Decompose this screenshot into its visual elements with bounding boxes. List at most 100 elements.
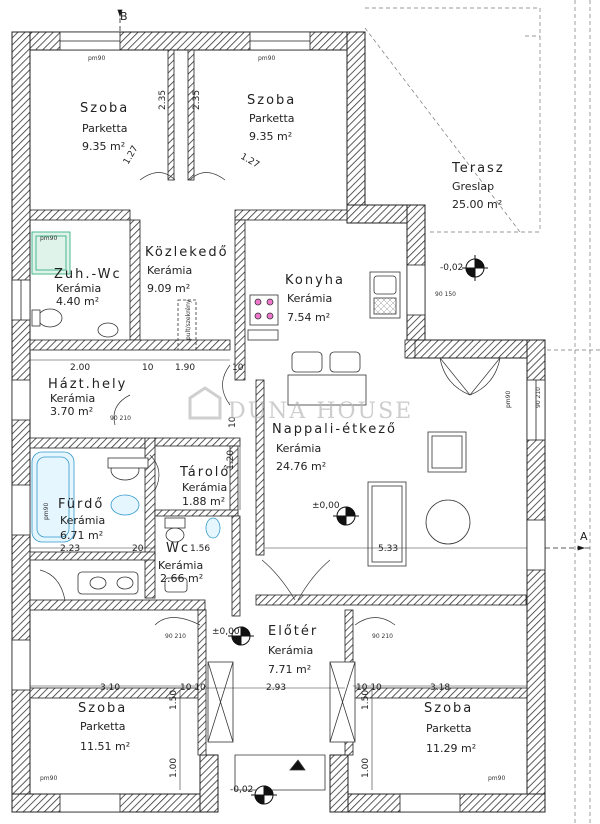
pm-note: pm90 bbox=[40, 775, 57, 782]
room-material: Parketta bbox=[82, 122, 128, 135]
dim-label: 10 10 bbox=[356, 683, 382, 693]
room-area: 9.35 m² bbox=[249, 130, 292, 143]
living-furniture bbox=[287, 351, 471, 567]
dim-label: 10 bbox=[232, 363, 244, 373]
room-material: Kerámia bbox=[268, 644, 313, 657]
dim-label: 2.00 bbox=[70, 363, 90, 373]
room-szoba-se: Szoba Parketta 11.29 m² bbox=[424, 701, 476, 755]
section-markers bbox=[117, 9, 590, 551]
dim-label: 20 bbox=[132, 544, 144, 554]
kitchen-counter-note: pult/szekrény bbox=[185, 299, 192, 340]
room-area: 6.71 m² bbox=[60, 529, 103, 542]
room-title: Szoba bbox=[247, 93, 296, 108]
room-szoba-n: Szoba Parketta 9.35 m² bbox=[247, 93, 296, 143]
level-label: ±0,00 bbox=[212, 627, 240, 637]
entry-hatched-blocks bbox=[207, 661, 356, 791]
room-material: Parketta bbox=[249, 112, 295, 125]
door-note: 90 210 bbox=[165, 633, 186, 640]
room-hazt-hely: Házt.hely Kerámia 3.70 m² bbox=[48, 377, 127, 418]
room-furdo: Fürdő Kerámia 6.71 m² bbox=[58, 497, 105, 542]
level-label: -0,02 bbox=[230, 785, 253, 795]
room-title: Konyha bbox=[285, 273, 345, 288]
room-area: 25.00 m² bbox=[452, 198, 502, 211]
interior-walls bbox=[29, 49, 528, 756]
door-note: 90 150 bbox=[435, 291, 456, 298]
level-label: ±0,00 bbox=[312, 501, 340, 511]
room-area: 11.51 m² bbox=[80, 740, 130, 753]
room-material: Kerámia bbox=[182, 481, 227, 494]
dim-label: 1.50 bbox=[361, 690, 371, 710]
room-area: 9.35 m² bbox=[82, 140, 125, 153]
terrace-dashed-outline bbox=[364, 0, 600, 824]
door-note: 90 210 bbox=[110, 415, 131, 422]
room-area: 4.40 m² bbox=[56, 295, 99, 308]
room-area: 7.71 m² bbox=[268, 663, 311, 676]
room-eloter: Előtér Kerámia 7.71 m² bbox=[268, 624, 316, 676]
dim-label: 1.20 bbox=[226, 450, 236, 470]
room-material: Kerámia bbox=[56, 282, 101, 295]
room-material: Greslap bbox=[452, 180, 494, 193]
room-material: Kerámia bbox=[276, 442, 321, 455]
dim-label: 10 bbox=[228, 416, 238, 428]
room-title: Terasz bbox=[451, 161, 505, 176]
room-area: 24.76 m² bbox=[276, 460, 326, 473]
dim-label: 1.00 bbox=[169, 758, 179, 778]
dim-label: 1.56 bbox=[190, 544, 210, 554]
dim-label: 2.93 bbox=[266, 683, 286, 693]
dim-label: 2.23 bbox=[60, 544, 80, 554]
room-area: 9.09 m² bbox=[147, 282, 190, 295]
level-labels: -0,02 ±0,00 ±0,00 -0,02 bbox=[212, 263, 463, 795]
room-area: 2.66 m² bbox=[160, 572, 203, 585]
dim-label: 3.10 bbox=[100, 683, 120, 693]
room-szoba-nw: Szoba Parketta 9.35 m² bbox=[80, 101, 129, 153]
kitchen-fixtures bbox=[177, 271, 401, 351]
watermark: DUNA HOUSE bbox=[188, 386, 413, 424]
room-title: Nappali-étkező bbox=[272, 422, 397, 437]
door-note: 90 210 bbox=[372, 633, 393, 640]
pm-note: pm90 bbox=[488, 775, 505, 782]
section-mark-a: A bbox=[580, 530, 588, 543]
room-material: Kerámia bbox=[60, 514, 105, 527]
room-kozlekedo: Közlekedő Kerámia 9.09 m² bbox=[145, 245, 229, 295]
room-area: 3.70 m² bbox=[50, 405, 93, 418]
room-area: 1.88 m² bbox=[182, 495, 225, 508]
dim-label: 1.00 bbox=[361, 758, 371, 778]
room-title: Szoba bbox=[80, 101, 129, 116]
room-material: Kerámia bbox=[158, 559, 203, 572]
pm-note: pm90 bbox=[40, 235, 57, 242]
room-title: Wc bbox=[166, 541, 190, 556]
door-note: 90 210 bbox=[535, 387, 542, 408]
room-title: Zuh.-Wc bbox=[54, 267, 122, 282]
bathroom-fixtures bbox=[31, 231, 221, 595]
pm-note: pm90 bbox=[88, 55, 105, 62]
room-tarolo: Tároló Kerámia 1.88 m² bbox=[179, 465, 228, 508]
room-material: Parketta bbox=[426, 722, 472, 735]
pm-note: pm90 bbox=[258, 55, 275, 62]
door-swings bbox=[39, 172, 501, 626]
pm-note: pm90 bbox=[43, 503, 50, 520]
room-material: Kerámia bbox=[147, 264, 192, 277]
dim-label: 10 10 bbox=[180, 683, 206, 693]
section-mark-b: B bbox=[120, 10, 128, 23]
wall-notes: pult/szekrény pm90 pm90 pm90 pm90 pm90 p… bbox=[40, 55, 542, 782]
room-title: Közlekedő bbox=[145, 245, 229, 260]
room-wc: Wc Kerámia 2.66 m² bbox=[158, 541, 203, 585]
room-area: 11.29 m² bbox=[426, 742, 476, 755]
watermark-text: DUNA HOUSE bbox=[228, 399, 413, 424]
room-szoba-sw: Szoba Parketta 11.51 m² bbox=[78, 701, 130, 753]
dim-label: 2.35 bbox=[192, 90, 202, 110]
level-label: -0,02 bbox=[440, 263, 463, 273]
room-material: Kerámia bbox=[287, 292, 332, 305]
windows bbox=[11, 31, 546, 813]
room-konyha: Konyha Kerámia 7.54 m² bbox=[285, 273, 345, 324]
room-title: Szoba bbox=[424, 701, 473, 716]
dim-label: 10 bbox=[142, 363, 154, 373]
room-area: 7.54 m² bbox=[287, 311, 330, 324]
pm-note: pm90 bbox=[505, 391, 512, 408]
level-markers bbox=[228, 255, 488, 805]
dim-label: 1.27 bbox=[239, 152, 261, 171]
room-title: Szoba bbox=[78, 701, 127, 716]
room-title: Házt.hely bbox=[48, 377, 127, 392]
dimension-lines bbox=[30, 359, 527, 790]
